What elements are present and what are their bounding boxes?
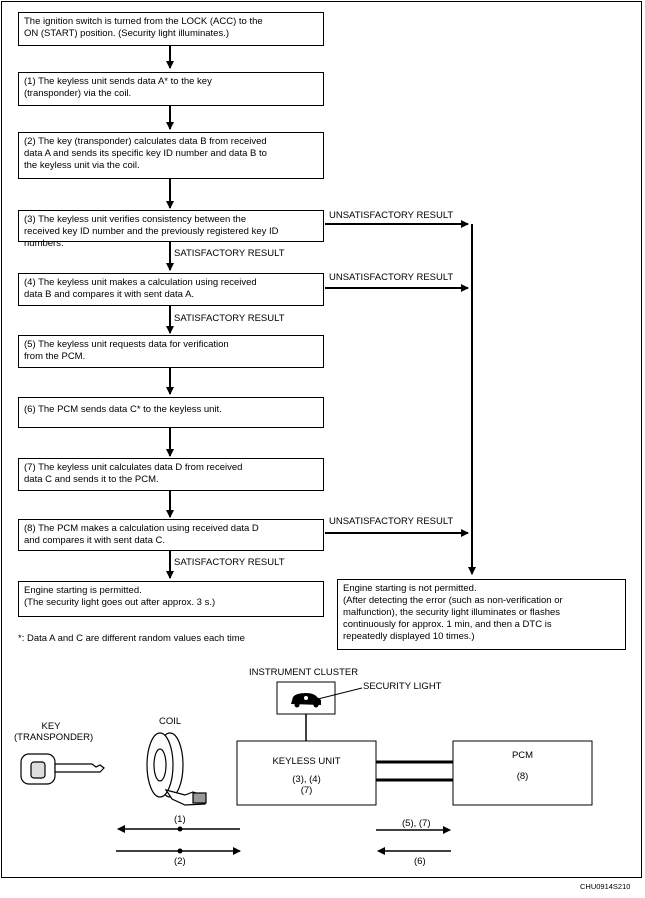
- permitted-box: Engine starting is permitted. (The secur…: [18, 581, 324, 617]
- figure-code: CHU0914S210: [580, 882, 631, 891]
- flow-arrows: [166, 46, 476, 579]
- satisfactory-label-1: SATISFACTORY RESULT: [174, 248, 285, 259]
- instrument-cluster-label: INSTRUMENT CLUSTER: [249, 667, 359, 678]
- signal-label-1: (1): [174, 814, 186, 825]
- coil-icon: [146, 732, 207, 806]
- coil-label: COIL: [159, 716, 182, 727]
- step-5-box: (5) The keyless unit requests data for v…: [18, 335, 324, 368]
- step-8-box: (8) The PCM makes a calculation using re…: [18, 519, 324, 551]
- keyless-unit-steps: (3), (4) (7): [292, 774, 321, 796]
- car-key-icon: [291, 693, 321, 708]
- step-4-box: (4) The keyless unit makes a calculation…: [18, 273, 324, 306]
- unsatisfactory-label-3: UNSATISFACTORY RESULT: [329, 516, 454, 527]
- step-7-box: (7) The keyless unit calculates data D f…: [18, 458, 324, 491]
- keyless-unit-label: KEYLESS UNIT: [272, 756, 341, 767]
- pcm-label: PCM: [511, 750, 534, 761]
- signal-dot-1: [177, 826, 183, 832]
- diagram-frame: [1, 1, 642, 878]
- signal-arrows: [116, 825, 451, 855]
- security-light-label: SECURITY LIGHT: [363, 681, 442, 692]
- unsatisfactory-label-2: UNSATISFACTORY RESULT: [329, 272, 454, 283]
- unsatisfactory-label-1: UNSATISFACTORY RESULT: [329, 210, 454, 221]
- footnote: *: Data A and C are different random val…: [18, 633, 245, 644]
- pcm-box: [452, 740, 593, 806]
- keyless-unit-box: [236, 740, 377, 806]
- satisfactory-label-3: SATISFACTORY RESULT: [174, 557, 285, 568]
- step-6-box: (6) The PCM sends data C* to the keyless…: [18, 397, 324, 428]
- signal-label-6: (6): [414, 856, 426, 867]
- signal-label-5-7: (5), (7): [402, 818, 431, 829]
- start-box: The ignition switch is turned from the L…: [18, 12, 324, 46]
- step-1-box: (1) The keyless unit sends data A* to th…: [18, 72, 324, 106]
- pcm-steps: (8): [516, 771, 529, 782]
- not-permitted-box: Engine starting is not permitted. (After…: [337, 579, 626, 650]
- step-2-box: (2) The key (transponder) calculates dat…: [18, 132, 324, 179]
- signal-label-2: (2): [174, 856, 186, 867]
- transponder-key-icon: [20, 753, 105, 785]
- key-label: KEY (TRANSPONDER): [14, 721, 94, 743]
- signal-dot-2: [177, 848, 183, 854]
- step-3-box: (3) The keyless unit verifies consistenc…: [18, 210, 324, 249]
- satisfactory-label-2: SATISFACTORY RESULT: [174, 313, 285, 324]
- security-light-leader: [317, 687, 363, 700]
